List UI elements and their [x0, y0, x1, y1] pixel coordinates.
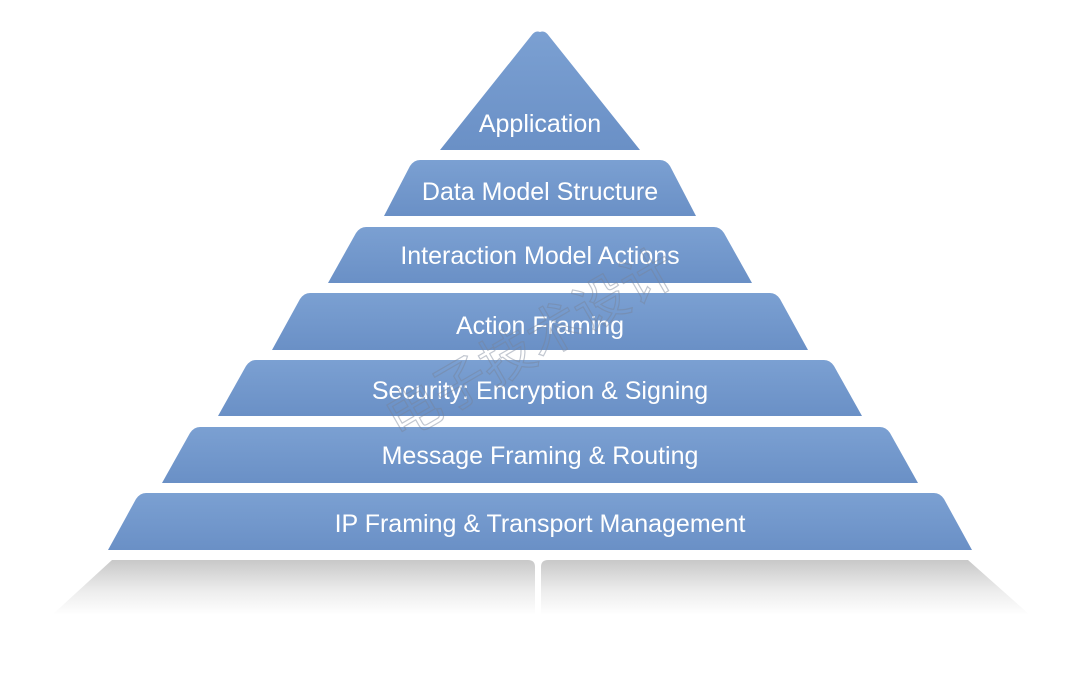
pyramid-layers: Application Data Model Structure Interac… — [108, 31, 972, 550]
layer-label-action-framing: Action Framing — [456, 312, 624, 340]
layer-shape-application — [440, 31, 640, 150]
layer-shape-message-framing — [162, 427, 918, 483]
layer-label-application: Application — [479, 110, 601, 138]
layer-shape-interaction-model — [328, 227, 752, 283]
layer-label-interaction-model: Interaction Model Actions — [400, 242, 679, 270]
layer-label-data-model: Data Model Structure — [422, 178, 658, 206]
layer-shape-action-framing — [272, 293, 808, 350]
layer-label-message-framing: Message Framing & Routing — [382, 442, 699, 470]
layer-shape-data-model — [384, 160, 696, 216]
layer-label-security: Security: Encryption & Signing — [372, 377, 708, 405]
layer-shape-ip-framing — [108, 493, 972, 550]
pyramid-base-shadow — [52, 560, 1030, 615]
layer-shape-security — [218, 360, 862, 416]
layer-label-ip-framing: IP Framing & Transport Management — [335, 510, 746, 538]
